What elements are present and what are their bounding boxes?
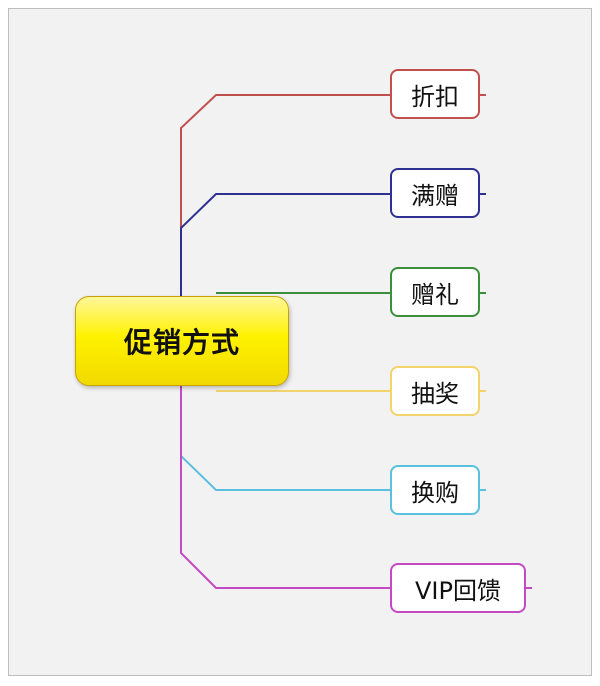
branch-node-exchange[interactable]: 换购 — [390, 465, 480, 515]
branch-label: 抽奖 — [411, 379, 459, 408]
branch-node-discount[interactable]: 折扣 — [390, 69, 480, 119]
branch-label: 赠礼 — [411, 280, 459, 309]
branch-label: VIP回馈 — [415, 576, 501, 605]
branch-label: 换购 — [411, 478, 459, 507]
branch-node-vip[interactable]: VIP回馈 — [390, 563, 526, 613]
root-node[interactable]: 促销方式 — [75, 296, 289, 386]
branch-node-lottery[interactable]: 抽奖 — [390, 366, 480, 416]
branch-label: 折扣 — [411, 82, 459, 111]
branch-label: 满赠 — [411, 181, 459, 210]
branch-node-fullgift[interactable]: 满赠 — [390, 168, 480, 218]
root-label: 促销方式 — [123, 326, 240, 359]
branch-node-gift[interactable]: 赠礼 — [390, 267, 480, 317]
